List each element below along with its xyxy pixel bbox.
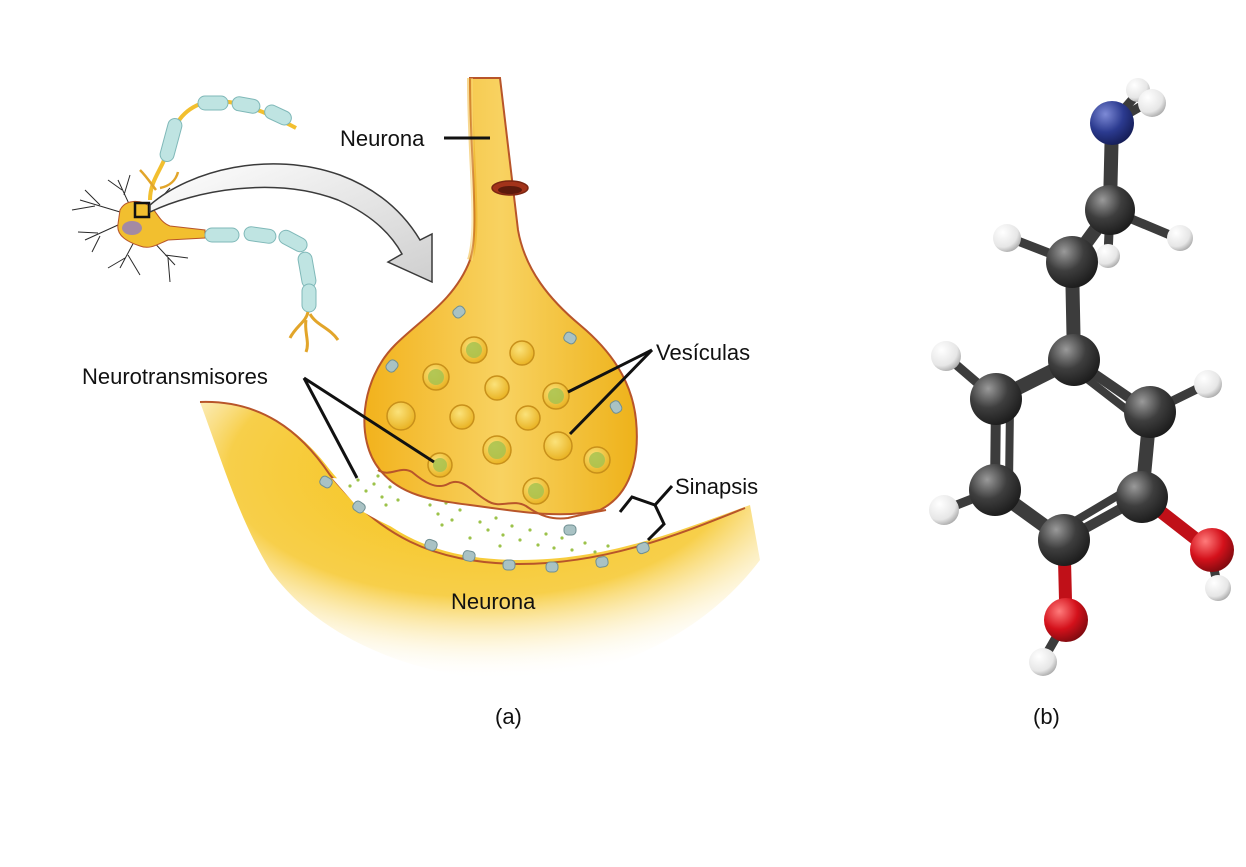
label-neurotransmitters: Neurotransmisores bbox=[82, 364, 268, 389]
carbon-atom bbox=[1116, 471, 1168, 523]
hydrogen-atom bbox=[1167, 225, 1193, 251]
vesicle-empty bbox=[543, 431, 573, 461]
caption-a: (a) bbox=[495, 704, 522, 729]
vesicle-empty bbox=[515, 405, 541, 431]
label-vesicles: Vesículas bbox=[656, 340, 750, 365]
leader-lines bbox=[302, 136, 674, 542]
hydrogen-atom bbox=[931, 341, 961, 371]
hydrogen-atom bbox=[1205, 575, 1231, 601]
caption-b: (b) bbox=[1033, 704, 1060, 729]
vesicle-filled bbox=[427, 452, 453, 478]
vesicle-empty bbox=[449, 404, 475, 430]
vesicle-filled bbox=[482, 435, 512, 465]
hydrogen-atom bbox=[1138, 89, 1166, 117]
molecule-atoms bbox=[929, 78, 1234, 676]
vesicle-filled bbox=[422, 363, 450, 391]
vesicle-filled bbox=[583, 446, 611, 474]
oxygen-atom bbox=[1044, 598, 1088, 642]
carbon-atom bbox=[1124, 386, 1176, 438]
hydrogen-atom bbox=[1194, 370, 1222, 398]
oxygen-atom bbox=[1190, 528, 1234, 572]
membrane-channels bbox=[319, 305, 650, 573]
label-neuron-top: Neurona bbox=[340, 126, 425, 151]
label-neuron-bottom: Neurona bbox=[451, 589, 536, 614]
carbon-atom bbox=[970, 373, 1022, 425]
synaptic-cleft bbox=[332, 478, 650, 557]
vesicles bbox=[386, 336, 611, 505]
carbon-atom bbox=[1046, 236, 1098, 288]
zoom-arrow bbox=[149, 163, 433, 284]
neuron-overview-icon bbox=[71, 95, 340, 353]
vesicle-empty bbox=[509, 340, 535, 366]
panel-a-synapse-diagram: Neurona Vesículas Neurotransmisores Sina… bbox=[71, 77, 760, 729]
vesicle-empty bbox=[484, 375, 510, 401]
carbon-atom bbox=[969, 464, 1021, 516]
label-synapse: Sinapsis bbox=[675, 474, 758, 499]
vesicle-filled bbox=[460, 336, 488, 364]
neurotransmitter-particles bbox=[348, 474, 610, 554]
hydrogen-atom bbox=[1096, 244, 1120, 268]
carbon-atom bbox=[1038, 514, 1090, 566]
hydrogen-atom bbox=[993, 224, 1021, 252]
hydrogen-atom bbox=[1029, 648, 1057, 676]
carbon-atom bbox=[1085, 185, 1135, 235]
vesicle-filled bbox=[542, 382, 570, 410]
carbon-atom bbox=[1048, 334, 1100, 386]
vesicle-empty bbox=[386, 401, 416, 431]
presynaptic-terminal bbox=[363, 77, 638, 520]
panel-b-dopamine-molecule: (b) bbox=[929, 78, 1234, 729]
vesicle-filled bbox=[522, 477, 550, 505]
nitrogen-atom bbox=[1090, 101, 1134, 145]
hydrogen-atom bbox=[929, 495, 959, 525]
